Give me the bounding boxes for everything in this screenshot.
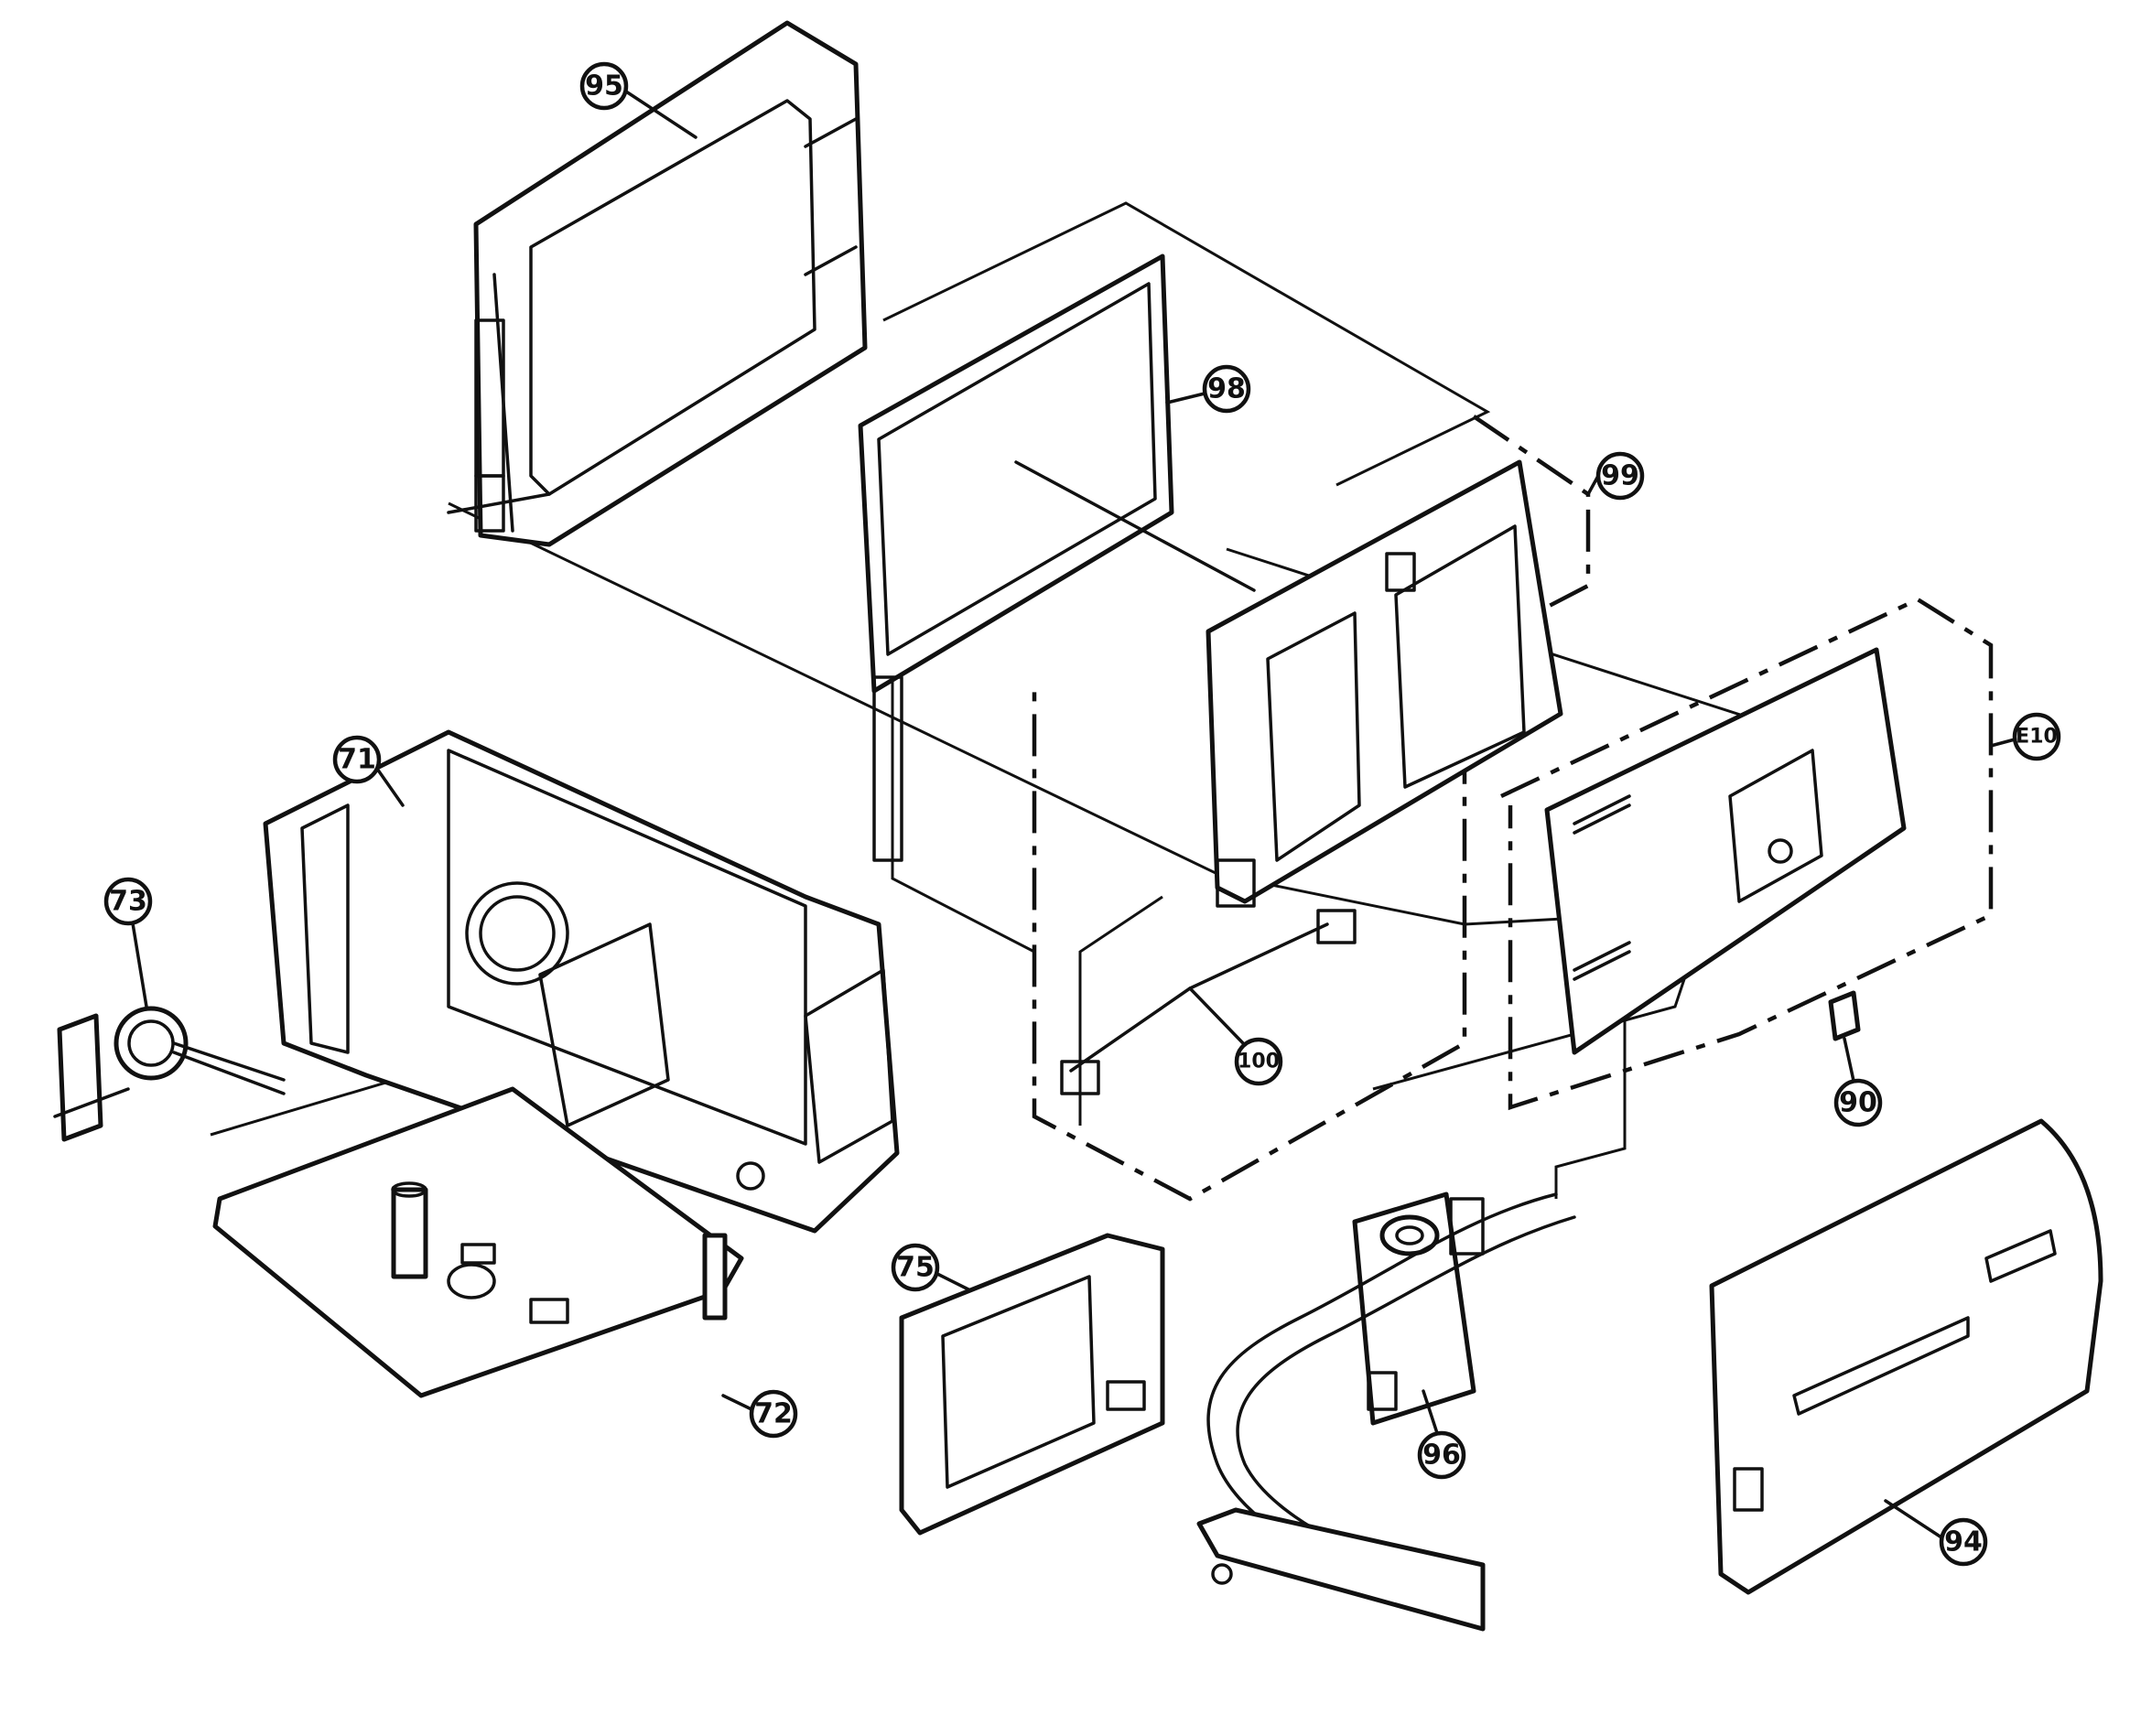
lcd-front-frame — [447, 20, 868, 547]
callout-90: 90 — [1833, 1078, 1883, 1127]
rear-cover — [1709, 1118, 2103, 1595]
lcd-panel — [858, 253, 1256, 862]
svg-text:71: 71 — [338, 744, 376, 776]
svg-text:90: 90 — [1839, 1087, 1877, 1119]
callout-75: 75 — [891, 1243, 940, 1292]
circuit-board-e10 — [1544, 647, 1907, 1055]
svg-text:72: 72 — [754, 1398, 793, 1430]
svg-text:98: 98 — [1207, 373, 1246, 405]
lcd-back-frame — [1206, 459, 1563, 908]
lcd-unit-boundary — [1032, 415, 1591, 1202]
callout-71: 71 — [332, 735, 382, 784]
callout-e10: E10 — [2012, 712, 2061, 761]
svg-text:94: 94 — [1944, 1526, 1983, 1558]
callout-96: 96 — [1417, 1430, 1466, 1480]
callout-leaders — [131, 90, 2016, 1539]
svg-text:95: 95 — [585, 70, 623, 102]
svg-text:100: 100 — [1238, 1051, 1280, 1073]
speaker-73 — [53, 1006, 286, 1142]
cable-100 — [1060, 909, 1357, 1095]
callout-100: 100 — [1234, 1037, 1283, 1086]
callout-72: 72 — [749, 1389, 798, 1439]
flex-cable — [1196, 1192, 1576, 1632]
e10-board-boundary — [1500, 597, 1994, 1111]
callout-73: 73 — [103, 877, 153, 926]
svg-text:75: 75 — [896, 1252, 935, 1284]
svg-text:96: 96 — [1422, 1439, 1461, 1472]
callout-99: 99 — [1595, 451, 1645, 501]
pad-90 — [1828, 990, 1861, 1041]
callout-94: 94 — [1939, 1517, 1988, 1567]
callout-95: 95 — [579, 61, 629, 111]
svg-text:99: 99 — [1601, 460, 1639, 492]
main-chassis — [263, 729, 900, 1234]
board-panel-75 — [899, 1233, 1165, 1536]
svg-text:E10: E10 — [2016, 726, 2058, 749]
svg-text:73: 73 — [109, 886, 147, 918]
hinge-unit-96 — [1352, 1191, 1485, 1426]
callout-98: 98 — [1202, 364, 1251, 414]
base-plate — [212, 1086, 744, 1398]
